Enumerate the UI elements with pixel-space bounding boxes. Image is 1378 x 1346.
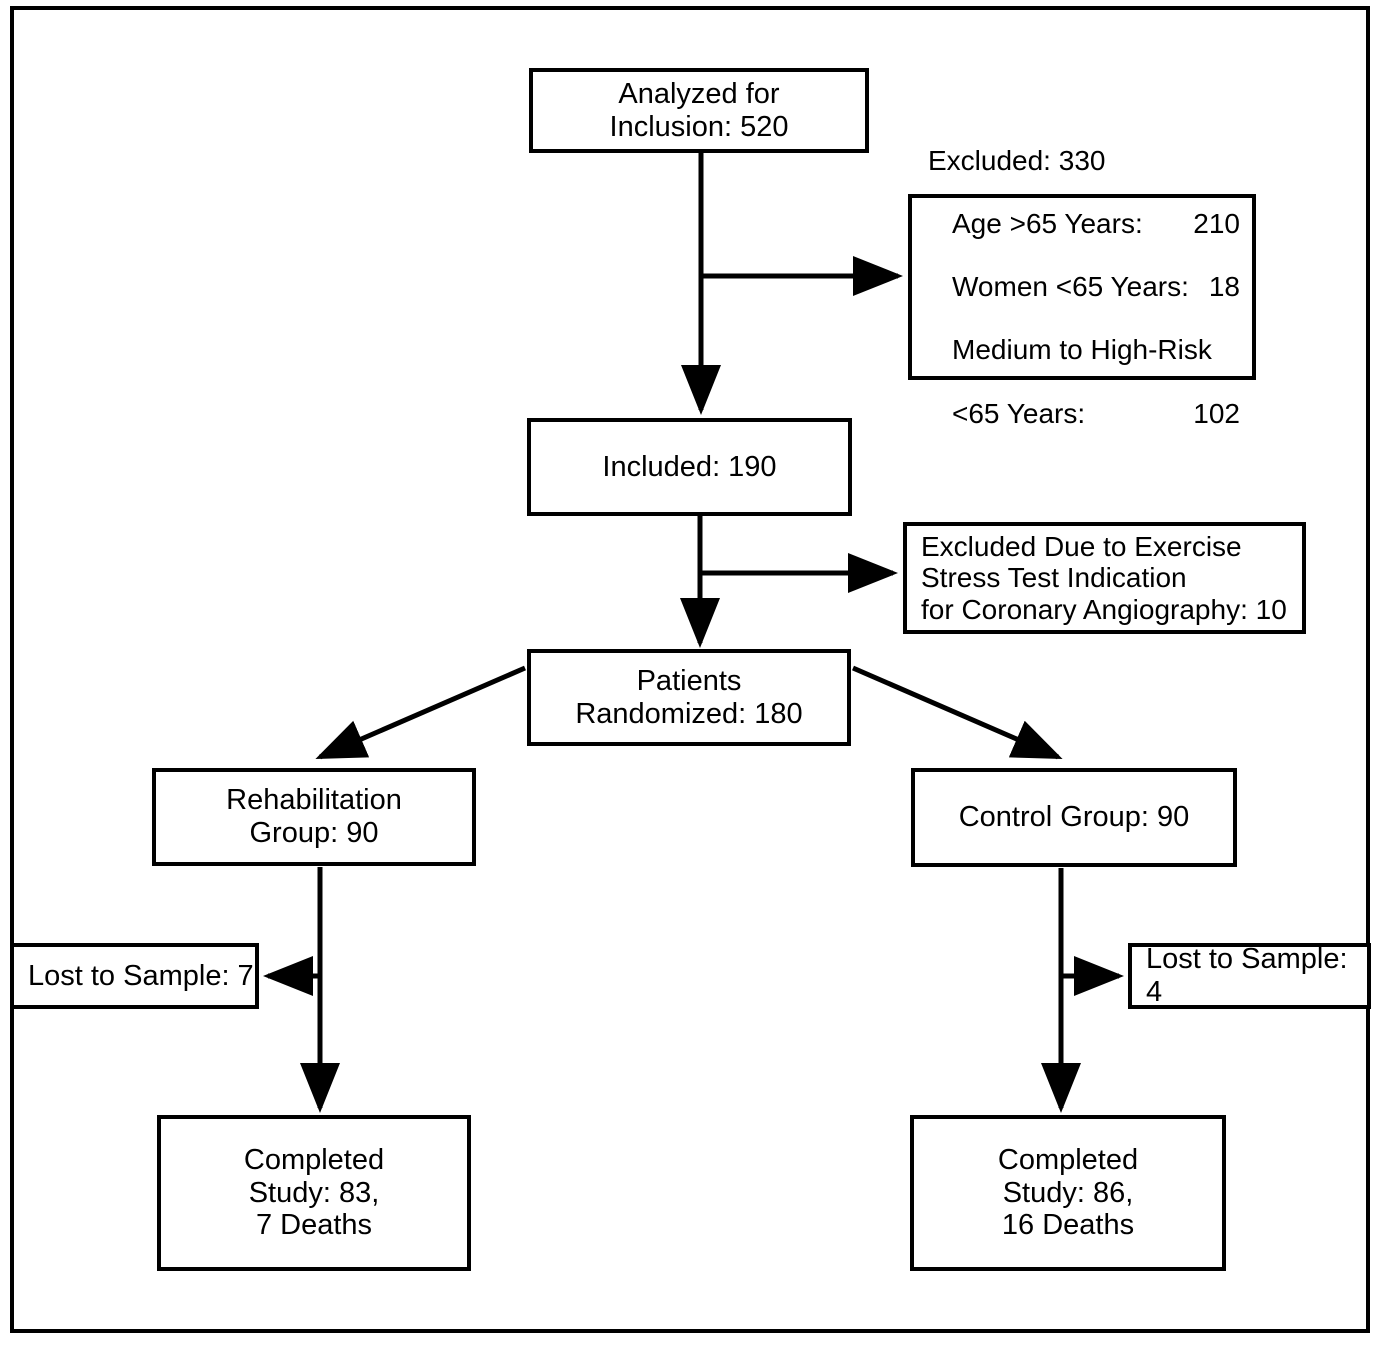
- node-rehabilitation-group: Rehabilitation Group: 90: [152, 768, 476, 866]
- excluded-row-risk-value: 102: [1193, 397, 1240, 429]
- excluded-row-women-label: Women <65 Years:: [952, 271, 1189, 303]
- excluded-heading: Excluded: 330: [928, 144, 1106, 176]
- excluded-row-risk: <65 Years: 102: [928, 398, 1240, 430]
- node-excluded-summary: Excluded: 330 Age >65 Years: 210 Women <…: [908, 145, 1256, 429]
- node-completed-study-rehabilitation: Completed Study: 83, 7 Deaths: [157, 1115, 471, 1271]
- excluded-row-age: Age >65 Years: 210: [928, 208, 1240, 240]
- node-excluded-exercise-stress-test: Excluded Due to Exercise Stress Test Ind…: [903, 522, 1306, 634]
- excluded-row-age-value: 210: [1193, 207, 1240, 239]
- node-completed-study-control: Completed Study: 86, 16 Deaths: [910, 1115, 1226, 1271]
- node-lost-to-sample-control: Lost to Sample: 4: [1128, 943, 1371, 1009]
- excluded-row-age-label: Age >65 Years:: [952, 207, 1143, 239]
- node-analyzed-for-inclusion: Analyzed for Inclusion: 520: [529, 68, 869, 153]
- node-control-group: Control Group: 90: [911, 768, 1237, 867]
- excluded-row-risk-label: Medium to High-Risk: [952, 334, 1212, 366]
- excluded-row-risk-age-label: <65 Years:: [952, 397, 1086, 429]
- excluded-row-women: Women <65 Years: 18: [928, 271, 1240, 303]
- outer-border-frame: [10, 6, 1370, 1333]
- node-included: Included: 190: [527, 418, 852, 516]
- node-patients-randomized: Patients Randomized: 180: [527, 649, 851, 746]
- excluded-row-women-value: 18: [1208, 271, 1240, 303]
- node-lost-to-sample-rehabilitation: Lost to Sample: 7: [10, 943, 259, 1009]
- excluded-breakdown-list: Excluded: 330 Age >65 Years: 210 Women <…: [912, 113, 1252, 461]
